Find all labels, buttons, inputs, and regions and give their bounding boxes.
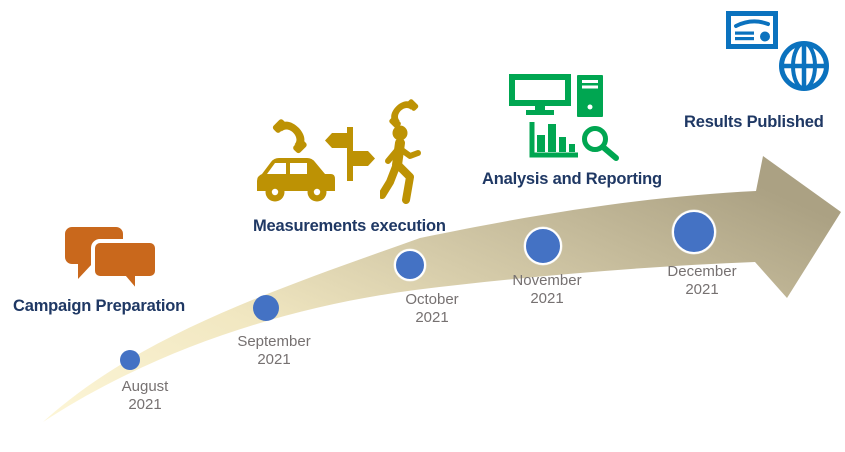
milestone-dot-september: [253, 295, 279, 321]
milestone-dot-november: [524, 227, 562, 265]
phase-label-results-published: Results Published: [684, 113, 824, 131]
month-name: December: [667, 263, 737, 280]
month-label-october: October 2021: [367, 291, 497, 326]
month-name: November: [512, 272, 582, 289]
phone-icon: [389, 99, 419, 129]
chat-bubbles-icon: [65, 227, 159, 294]
milestone-dot-august: [120, 350, 140, 370]
milestone-dot-october: [394, 249, 426, 281]
phase-label-measurements-execution: Measurements execution: [253, 217, 446, 235]
month-year: 2021: [685, 280, 719, 298]
month-year: 2021: [530, 289, 564, 307]
phase-label-campaign-preparation: Campaign Preparation: [13, 297, 186, 315]
arrow-swoosh: [43, 156, 841, 422]
month-label-december: December 2021: [637, 263, 767, 298]
magnifier-icon: [582, 126, 619, 161]
phase-label-analysis-and-reporting: Analysis and Reporting: [482, 170, 662, 188]
month-year: 2021: [128, 395, 162, 413]
month-label-august: August 2021: [80, 378, 210, 413]
bar-chart-icon: [529, 122, 578, 158]
month-label-november: November 2021: [482, 272, 612, 307]
month-year: 2021: [415, 308, 449, 326]
certificate-icon: [726, 11, 778, 49]
walking-person-icon: [380, 125, 421, 204]
signpost-icon: [325, 127, 375, 181]
globe-icon: [779, 41, 829, 91]
phone-icon: [272, 119, 307, 154]
computer-icon: [509, 74, 603, 117]
milestone-dot-december: [672, 210, 716, 254]
month-year: 2021: [257, 350, 291, 368]
car-icon: [257, 158, 335, 202]
month-label-september: September 2021: [209, 333, 339, 368]
month-name: September: [237, 333, 311, 350]
month-name: October: [405, 291, 459, 308]
month-name: August: [121, 378, 169, 395]
